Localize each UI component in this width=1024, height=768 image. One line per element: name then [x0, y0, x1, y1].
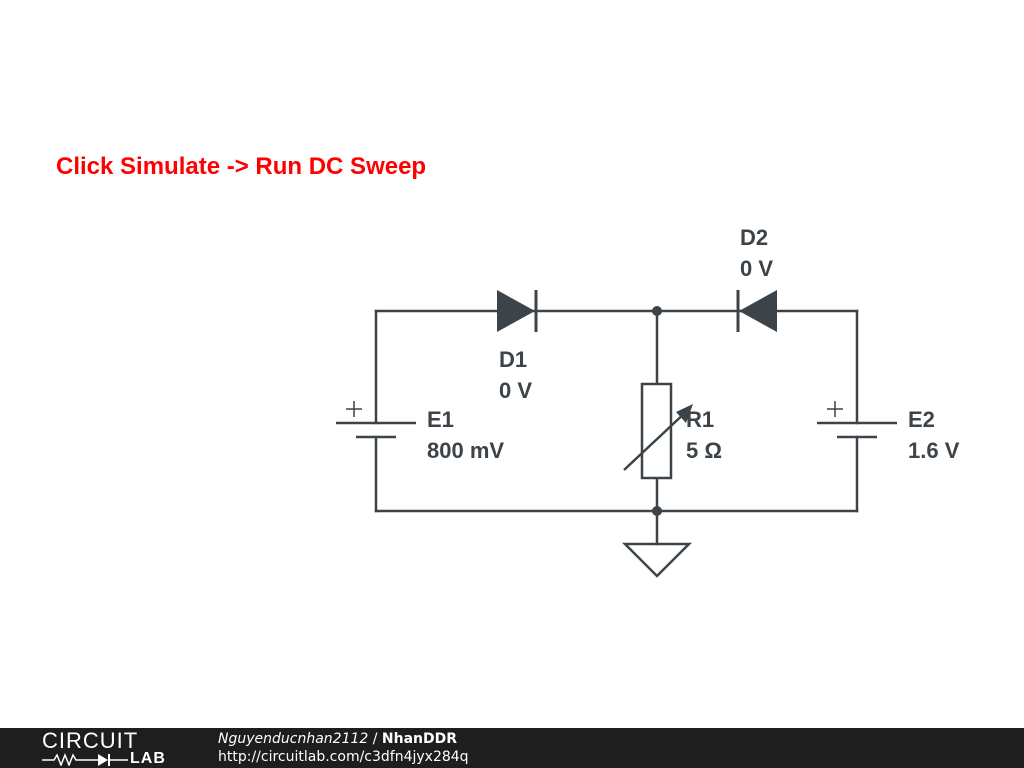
logo-lab-text: LAB: [130, 750, 166, 767]
e1-value: 800 mV: [427, 438, 504, 463]
d1-name: D1: [499, 347, 527, 372]
circuit-schematic: E1 800 mV E2 1.6 V D1 0 V D2 0 V R1 5 Ω: [336, 225, 960, 578]
junction-bottom: [652, 506, 662, 516]
d1-value: 0 V: [499, 378, 532, 403]
e2-name: E2: [908, 407, 935, 432]
e1-name: E1: [427, 407, 454, 432]
r1-value: 5 Ω: [686, 438, 722, 463]
circuitlab-logo[interactable]: CIRCUIT LAB: [42, 728, 177, 767]
footer-bar: CIRCUIT LAB Nguyenducnhan2112 / NhanDDR …: [0, 728, 1024, 768]
author-separator: /: [368, 731, 382, 747]
battery-e2: [817, 401, 897, 439]
diode-d2: [736, 290, 777, 332]
instruction-text: Click Simulate -> Run DC Sweep: [56, 153, 427, 180]
author-line: Nguyenducnhan2112 / NhanDDR: [218, 730, 469, 748]
circuit-url[interactable]: http://circuitlab.com/c3dfn4jyx284q: [218, 749, 469, 765]
ground-icon: [621, 542, 693, 578]
d2-name: D2: [740, 225, 768, 250]
credits: Nguyenducnhan2112 / NhanDDR http://circu…: [218, 730, 469, 766]
junction-top: [652, 306, 662, 316]
variable-resistor-r1: [623, 382, 693, 480]
author-username[interactable]: Nguyenducnhan2112: [218, 731, 369, 747]
diode-d1: [497, 290, 538, 332]
resistor-diode-icon: [42, 752, 128, 766]
r1-name: R1: [686, 407, 714, 432]
project-name[interactable]: NhanDDR: [381, 731, 458, 747]
battery-e1: [336, 401, 416, 439]
logo-circuit-text: CIRCUIT: [42, 728, 139, 753]
d2-value: 0 V: [740, 256, 773, 281]
e2-value: 1.6 V: [908, 438, 960, 463]
